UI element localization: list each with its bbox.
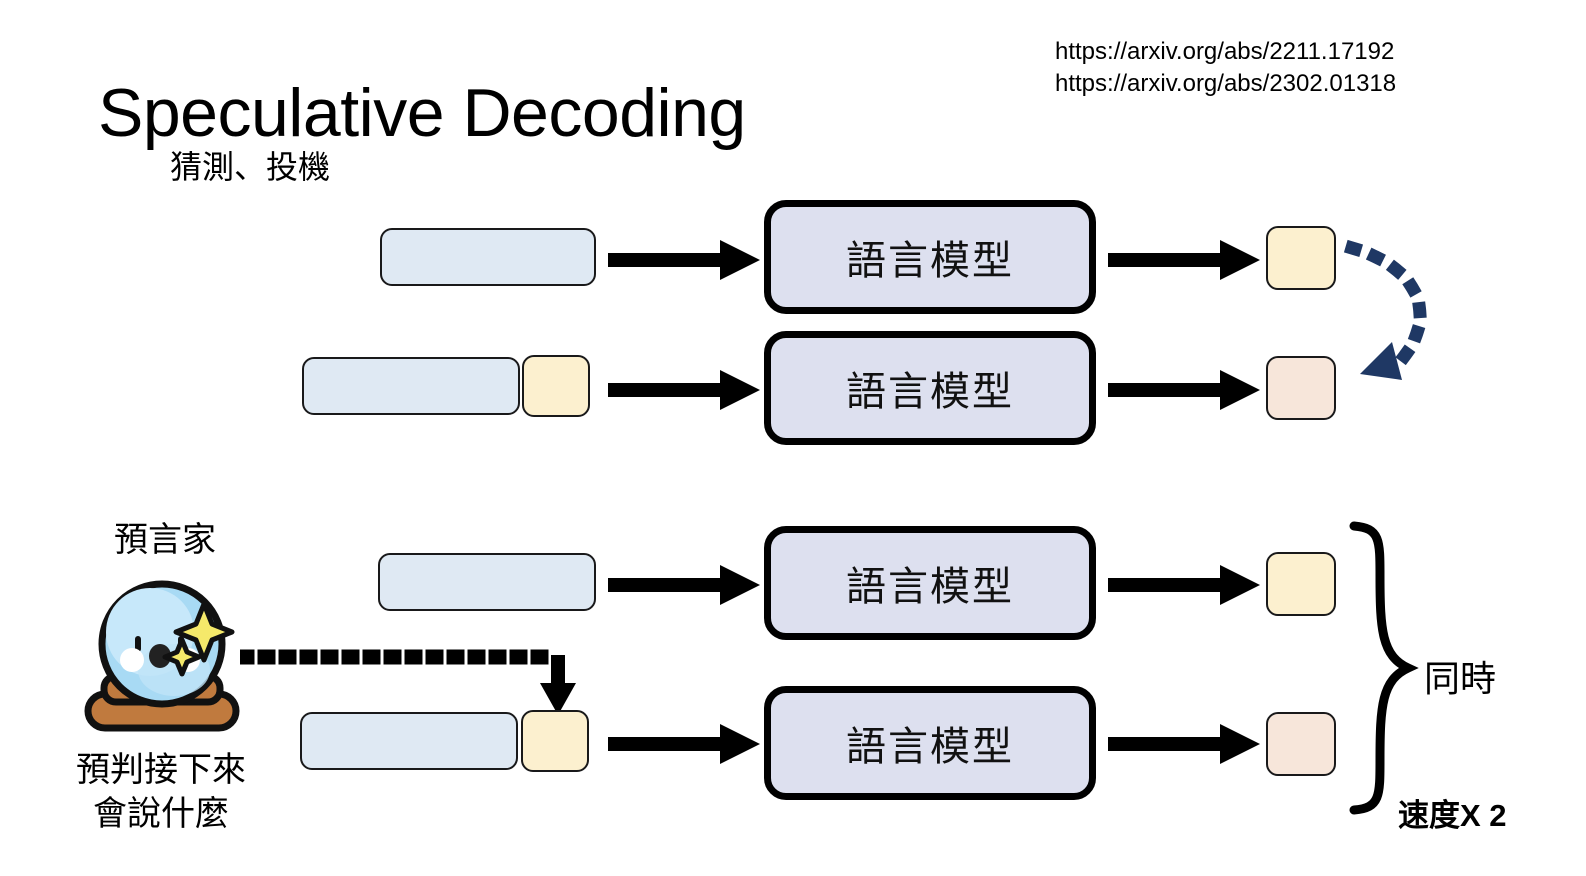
- bottom-row1-output-token[interactable]: [1266, 552, 1336, 616]
- bottom-row1-arrow-out: [1108, 555, 1260, 611]
- top-dotted-curved-arrow: [1330, 228, 1460, 398]
- top-row1-input-box[interactable]: [380, 228, 596, 286]
- prophet-dotted-down-arrow: [236, 645, 580, 730]
- bottom-row1-input-box[interactable]: [378, 553, 596, 611]
- prophet-caption-line-2: 會說什麼: [93, 795, 229, 833]
- top-row2-appended-token[interactable]: [522, 355, 590, 417]
- reference-link-1[interactable]: https://arxiv.org/abs/2211.17192: [1055, 38, 1395, 65]
- prophet-caption: 預判接下來 會說什麼: [36, 748, 286, 836]
- reference-links: https://arxiv.org/abs/2211.17192 https:/…: [1055, 36, 1396, 100]
- top-row2-arrow-in: [608, 360, 760, 416]
- bottom-row2-appended-token[interactable]: [521, 710, 589, 772]
- prophet-label: 預言家: [114, 521, 216, 559]
- top-row2-arrow-out: [1108, 360, 1260, 416]
- page-subtitle: 猜測、投機: [170, 149, 331, 185]
- reference-link-2[interactable]: https://arxiv.org/abs/2302.01318: [1055, 70, 1397, 97]
- page-title: Speculative Decoding: [98, 75, 746, 151]
- sparkle-icon: [162, 637, 202, 677]
- language-model-label: 語言模型: [846, 239, 1014, 283]
- language-model-label: 語言模型: [846, 565, 1014, 609]
- bottom-row2-output-token[interactable]: [1266, 712, 1336, 776]
- speedup-label: 速度X 2: [1398, 798, 1507, 833]
- language-model-label: 語言模型: [846, 370, 1014, 414]
- top-row1-arrow-in: [608, 230, 760, 286]
- prophet-caption-line-1: 預判接下來: [76, 751, 246, 789]
- top-row1-output-token[interactable]: [1266, 226, 1336, 290]
- top-row2-language-model-box[interactable]: 語言模型: [764, 331, 1096, 445]
- language-model-label: 語言模型: [846, 725, 1014, 769]
- top-row1-arrow-out: [1108, 230, 1260, 286]
- bottom-row2-input-box[interactable]: [300, 712, 518, 770]
- bottom-row2-arrow-out: [1108, 714, 1260, 770]
- top-row2-input-box[interactable]: [302, 357, 520, 415]
- simultaneous-label: 同時: [1424, 658, 1497, 699]
- curly-brace-icon: [1340, 520, 1420, 816]
- bottom-row2-language-model-box[interactable]: 語言模型: [764, 686, 1096, 800]
- bottom-row1-language-model-box[interactable]: 語言模型: [764, 526, 1096, 640]
- bottom-row1-arrow-in: [608, 555, 760, 611]
- crystal-ball-icon: [78, 578, 246, 738]
- top-row1-language-model-box[interactable]: 語言模型: [764, 200, 1096, 314]
- bottom-row2-arrow-in: [608, 714, 760, 770]
- sparkle-icon: [173, 601, 235, 663]
- top-row2-output-token[interactable]: [1266, 356, 1336, 420]
